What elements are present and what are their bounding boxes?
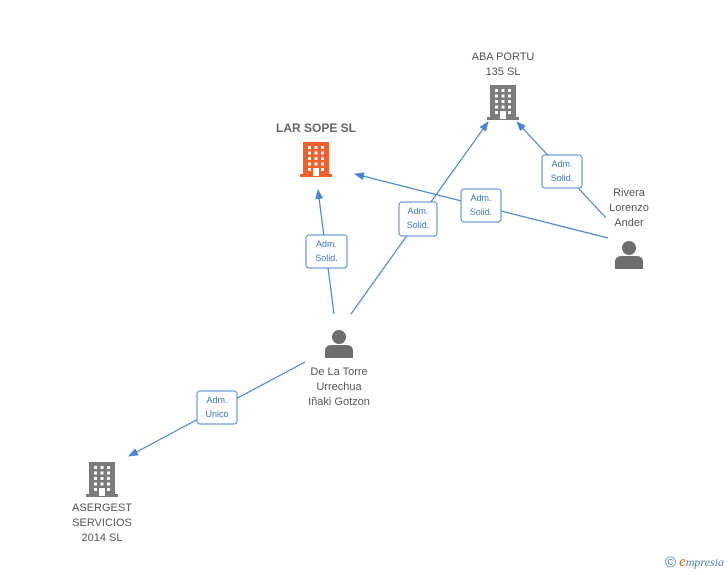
edge-role-label[interactable]: Adm. Unico	[196, 390, 238, 425]
building-icon	[86, 462, 118, 497]
edge-label-line: Adm.	[551, 159, 572, 169]
edges-layer: Adm. Solid. Adm. Solid. Adm. Solid. Adm. Solid.…	[128, 121, 609, 457]
edge-label-line: Adm.	[470, 193, 491, 203]
node-label-line: Urrechua	[316, 381, 362, 393]
edge-role-label[interactable]: Adm. Solid.	[305, 234, 348, 269]
node-asergest[interactable]: ASERGEST SERVICIOS 2014 SL	[72, 462, 132, 544]
edge-label-line: Unico	[205, 409, 228, 419]
edge-rivera-to-aba-portu: Adm. Solid.	[516, 121, 607, 219]
empresia-watermark: ©empresia	[665, 554, 724, 571]
building-icon	[300, 142, 332, 177]
edge-de-la-torre-to-asergest: Adm. Unico	[128, 361, 306, 457]
node-label-line: LAR SOPE SL	[276, 121, 356, 135]
edge-role-label[interactable]: Adm. Solid.	[460, 188, 502, 223]
edge-rivera-to-lar-sope: Adm. Solid.	[354, 172, 609, 239]
node-label-line: De La Torre	[310, 366, 367, 378]
node-label-line: SERVICIOS	[72, 517, 132, 529]
node-aba-portu[interactable]: ABA PORTU 135 SL	[472, 51, 535, 120]
edge-label-box	[305, 234, 348, 269]
edge-label-box	[541, 154, 583, 189]
node-lar-sope[interactable]: LAR SOPE SL	[276, 121, 356, 177]
edge-label-line: Solid.	[470, 207, 493, 217]
empresia-logo-initial: e	[679, 554, 686, 570]
edge-label-line: Adm.	[206, 395, 227, 405]
edge-label-line: Solid.	[407, 220, 430, 230]
nodes-layer: LAR SOPE SL ABA PORTU 135 SL ASERGEST SERVIC…	[72, 51, 649, 544]
node-label-line: Rivera	[613, 187, 646, 199]
person-icon	[325, 330, 353, 358]
node-label-line: 135 SL	[486, 66, 521, 78]
node-label-line: Lorenzo	[609, 202, 649, 214]
edge-label-line: Adm.	[316, 239, 337, 249]
building-icon	[487, 85, 519, 120]
edge-label-line: Solid.	[551, 173, 574, 183]
edge-label-box	[460, 188, 502, 223]
edge-label-line: Adm.	[407, 206, 428, 216]
person-icon	[615, 241, 643, 269]
edge-de-la-torre-to-lar-sope: Adm. Solid.	[305, 189, 348, 315]
edge-de-la-torre-to-aba-portu: Adm. Solid.	[350, 121, 489, 315]
copyright-symbol: ©	[665, 554, 677, 571]
edge-label-box	[196, 390, 238, 425]
edge-label-line: Solid.	[315, 253, 338, 263]
node-label-line: 2014 SL	[82, 532, 123, 544]
empresia-logo-text: mpresia	[685, 555, 724, 569]
node-label-line: ASERGEST	[72, 502, 132, 514]
edge-role-label[interactable]: Adm. Solid.	[398, 201, 438, 237]
node-label-line: ABA PORTU	[472, 51, 535, 63]
edge-role-label[interactable]: Adm. Solid.	[541, 154, 583, 189]
node-label-line: Iñaki Gotzon	[308, 396, 370, 408]
edge-label-box	[398, 201, 438, 237]
node-label-line: Ander	[614, 217, 644, 229]
